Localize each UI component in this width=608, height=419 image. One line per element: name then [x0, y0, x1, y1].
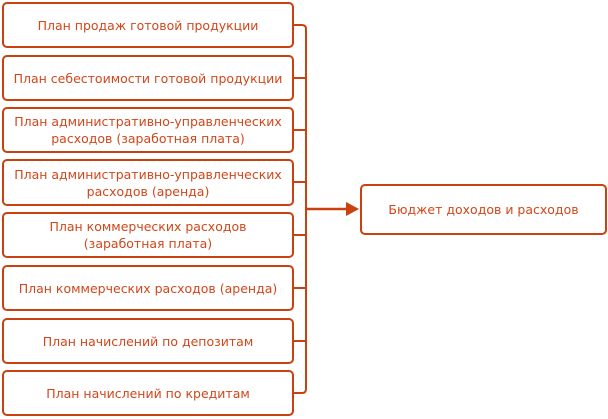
source-box-commercial-salary: План коммерческих расходов (заработная п… [2, 212, 294, 258]
source-box-loans: План начислений по кредитам [2, 370, 294, 416]
box-label: План продаж готовой продукции [37, 17, 259, 33]
source-box-sales-plan: План продаж готовой продукции [2, 2, 294, 48]
source-box-commercial-rent: План коммерческих расходов (аренда) [2, 265, 294, 311]
box-label: План начислений по депозитам [42, 333, 254, 349]
source-box-deposits: План начислений по депозитам [2, 318, 294, 364]
box-label: План административно-управленческих расх… [14, 166, 282, 199]
source-box-admin-salary: План административно-управленческих расх… [2, 107, 294, 153]
box-label: План коммерческих расходов (аренда) [18, 280, 278, 296]
bracket-line [294, 24, 307, 394]
source-box-admin-rent: План административно-управленческих расх… [2, 159, 294, 206]
box-label: Бюджет доходов и расходов [388, 202, 579, 217]
arrow-head-icon [346, 202, 359, 216]
box-label: План начислений по кредитам [46, 385, 250, 401]
target-box-budget: Бюджет доходов и расходов [360, 184, 607, 235]
box-label: План себестоимости готовой продукции [13, 70, 283, 86]
box-label: План коммерческих расходов (заработная п… [49, 219, 247, 251]
box-label: План административно-управленческих расх… [14, 114, 282, 146]
source-box-cost-plan: План себестоимости готовой продукции [2, 55, 294, 101]
